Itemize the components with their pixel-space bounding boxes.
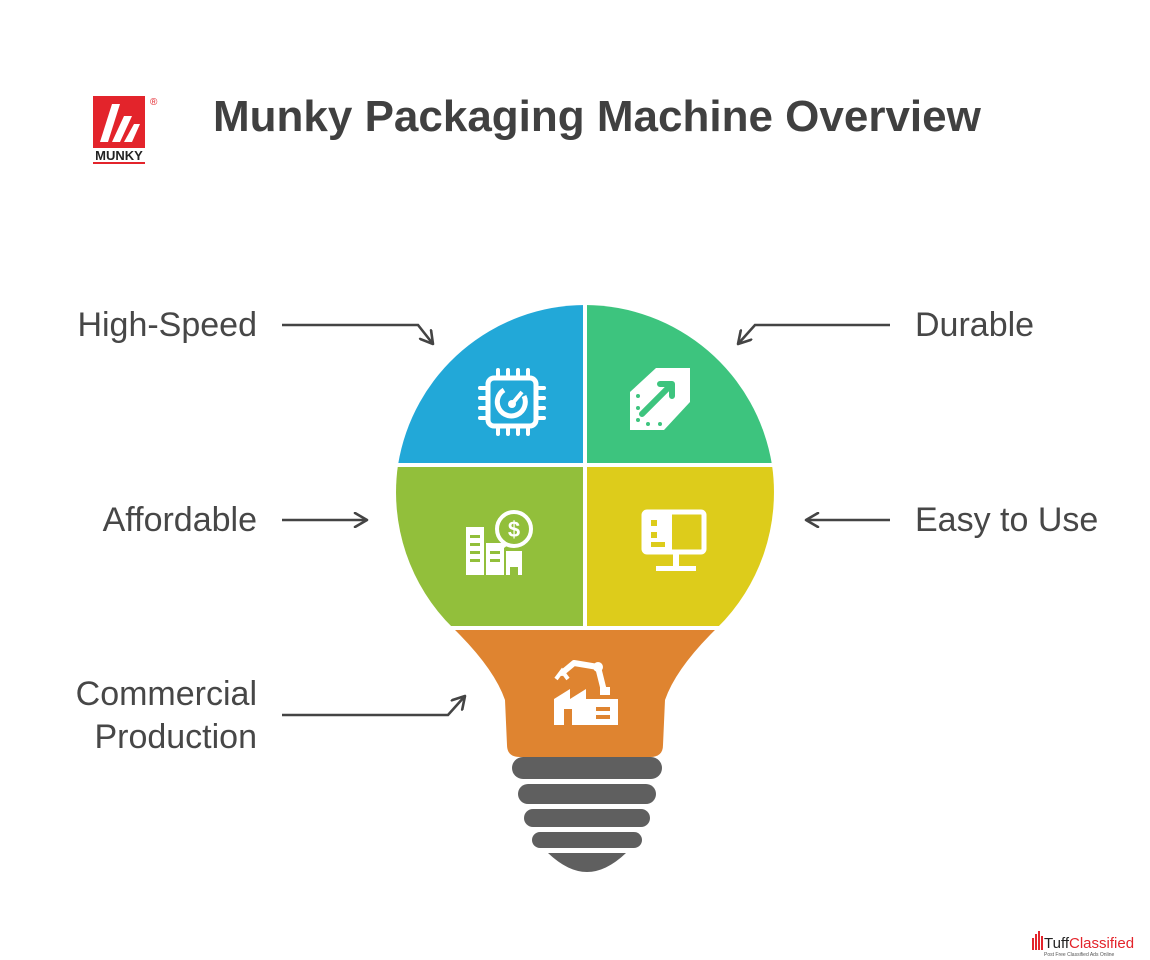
base-ring	[532, 832, 642, 848]
arrow-commercial-production	[282, 696, 465, 717]
label-easy-to-use: Easy to Use	[915, 501, 1099, 539]
watermark-tagline: Post Free Classified Ads Online	[1044, 952, 1115, 958]
segment-easy-to-use	[585, 465, 774, 628]
factory-robot-icon	[554, 660, 618, 725]
logo-stripe	[100, 104, 120, 142]
building-dollar-icon: $	[466, 510, 533, 575]
logo-stripe	[124, 124, 140, 142]
bar-chart-icon	[1032, 931, 1043, 950]
base-tip	[548, 853, 626, 872]
logo-registered-mark: ®	[150, 97, 158, 108]
label-commercial-production: Commercial Production	[75, 675, 257, 756]
bulb-base	[512, 757, 662, 872]
page-title: Munky Packaging Machine Overview	[213, 92, 981, 141]
svg-text:$: $	[508, 517, 520, 542]
arrow-durable	[738, 323, 890, 344]
segment-high-speed	[398, 305, 585, 465]
arrow-high-speed	[282, 323, 433, 344]
logo-text: MUNKY	[95, 148, 143, 163]
tuffclassified-watermark: TuffClassified Post Free Classified Ads …	[1032, 931, 1134, 958]
label-high-speed: High-Speed	[77, 306, 257, 344]
base-ring	[524, 809, 650, 827]
label-affordable: Affordable	[102, 501, 257, 539]
logo-stripe	[112, 116, 132, 142]
watermark-brand: TuffClassified	[1044, 935, 1134, 952]
shield-tag-icon	[630, 368, 690, 430]
munky-logo: ® MUNKY	[93, 96, 158, 164]
label-durable: Durable	[915, 306, 1035, 344]
base-ring	[518, 784, 656, 804]
chip-gauge-icon	[478, 368, 546, 436]
base-ring	[512, 757, 662, 779]
monitor-panel-icon	[641, 509, 707, 571]
logo-underline	[93, 162, 145, 164]
